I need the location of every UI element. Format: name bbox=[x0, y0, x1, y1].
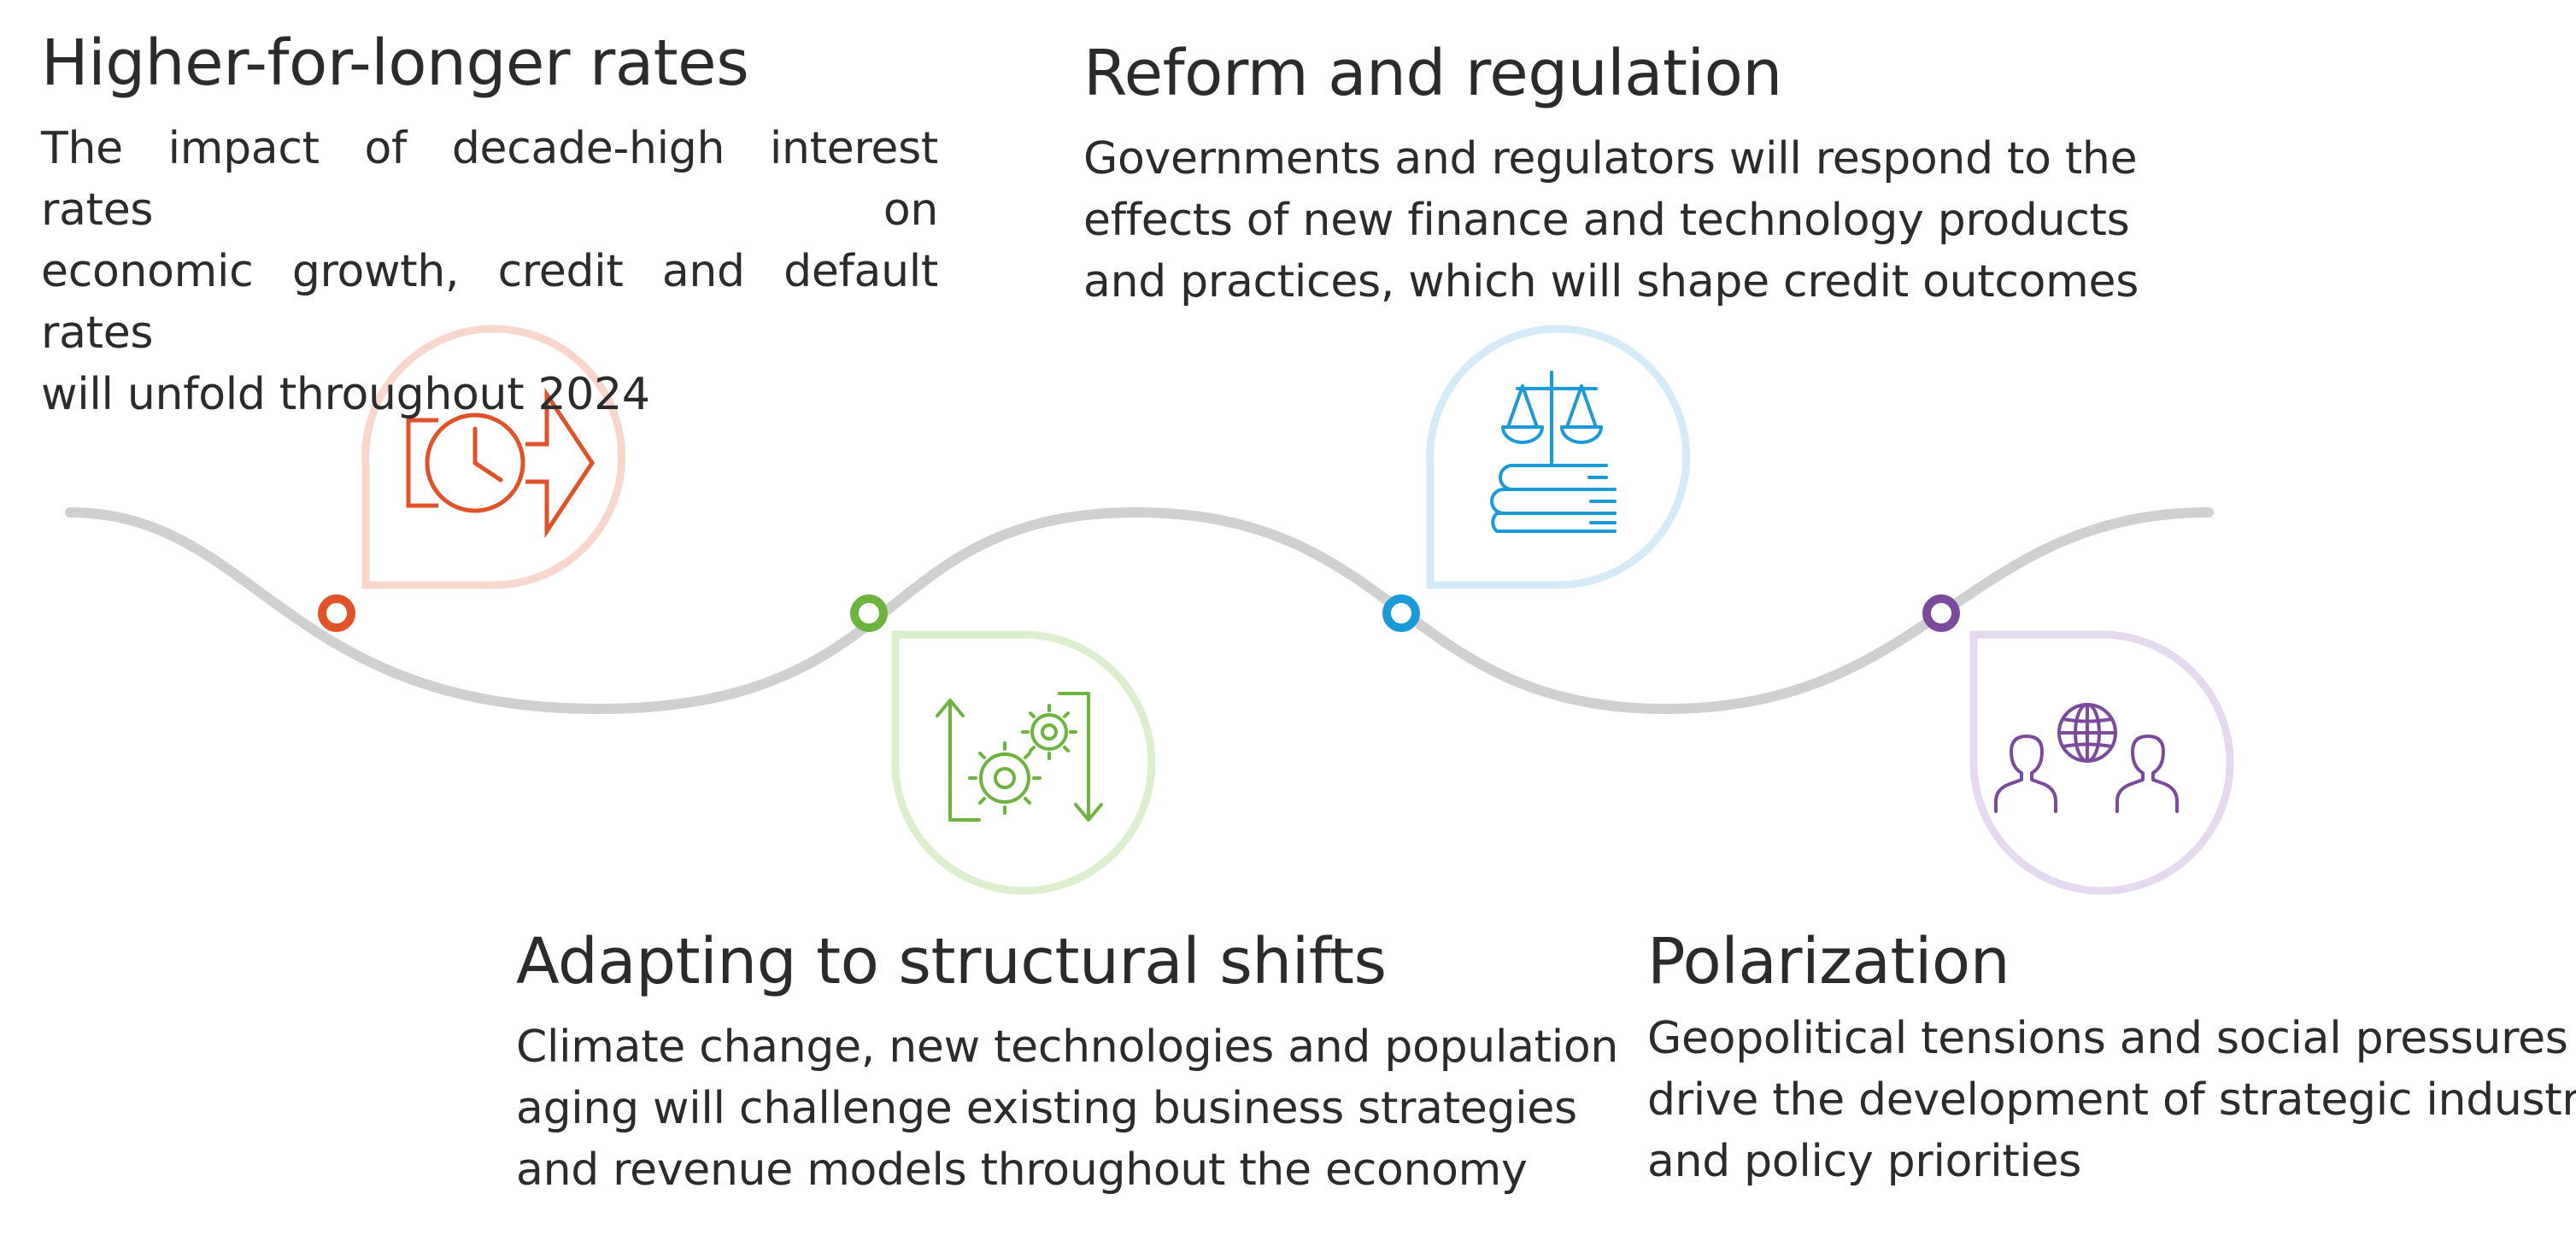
marker-rates bbox=[318, 594, 355, 632]
description-line: will unfold throughout 2024 bbox=[41, 369, 650, 420]
theme-description: Geopolitical tensions and social pressur… bbox=[1647, 1008, 2576, 1192]
theme-description: The impact of decade-high interest rates… bbox=[41, 118, 938, 425]
polarization-badge bbox=[1969, 630, 2234, 895]
theme-description: Governments and regulators will respond … bbox=[1083, 128, 2139, 313]
description-line: Geopolitical tensions and social pressur… bbox=[1647, 1013, 2576, 1064]
theme-title: Polarization bbox=[1647, 925, 2010, 998]
structural-badge bbox=[891, 630, 1156, 895]
theme-description: Climate change, new technologies and pop… bbox=[516, 1016, 1619, 1201]
description-line: and revenue models throughout the econom… bbox=[516, 1144, 1528, 1196]
marker-regulation bbox=[1382, 594, 1420, 632]
gears-cycle-icon bbox=[936, 692, 1103, 822]
regulation-badge bbox=[1426, 325, 1691, 589]
description-line: Climate change, new technologies and pop… bbox=[516, 1021, 1619, 1073]
theme-regulation: Reform and regulation Governments and re… bbox=[1083, 34, 2139, 313]
description-line: drive the development of strategic indus… bbox=[1647, 1074, 2576, 1126]
clock-forward-arrow-icon bbox=[406, 387, 595, 539]
theme-polarization: Polarization Geopolitical tensions and s… bbox=[1647, 922, 2576, 1192]
marker-polarization bbox=[1922, 594, 1960, 632]
marker-structural bbox=[850, 594, 888, 632]
description-line: economic growth, credit and default rate… bbox=[41, 246, 938, 359]
people-globe-icon bbox=[1994, 703, 2179, 813]
scales-on-books-icon bbox=[1490, 371, 1617, 533]
theme-title: Adapting to structural shifts bbox=[516, 925, 1387, 998]
description-line: and policy priorities bbox=[1647, 1136, 2082, 1187]
theme-structural: Adapting to structural shifts Climate ch… bbox=[516, 922, 1619, 1201]
theme-title: Higher-for-longer rates bbox=[41, 26, 749, 100]
theme-rates: Higher-for-longer rates The impact of de… bbox=[41, 24, 938, 425]
description-line: The impact of decade-high interest rates… bbox=[41, 123, 938, 236]
description-line: effects of new finance and technology pr… bbox=[1083, 195, 2130, 246]
rates-badge bbox=[361, 325, 626, 589]
description-line: and practices, which will shape credit o… bbox=[1083, 256, 2139, 307]
description-line: Governments and regulators will respond … bbox=[1083, 133, 2138, 184]
theme-title: Reform and regulation bbox=[1083, 37, 1782, 110]
description-line: aging will challenge existing business s… bbox=[516, 1083, 1577, 1134]
timeline-path bbox=[65, 506, 2214, 715]
